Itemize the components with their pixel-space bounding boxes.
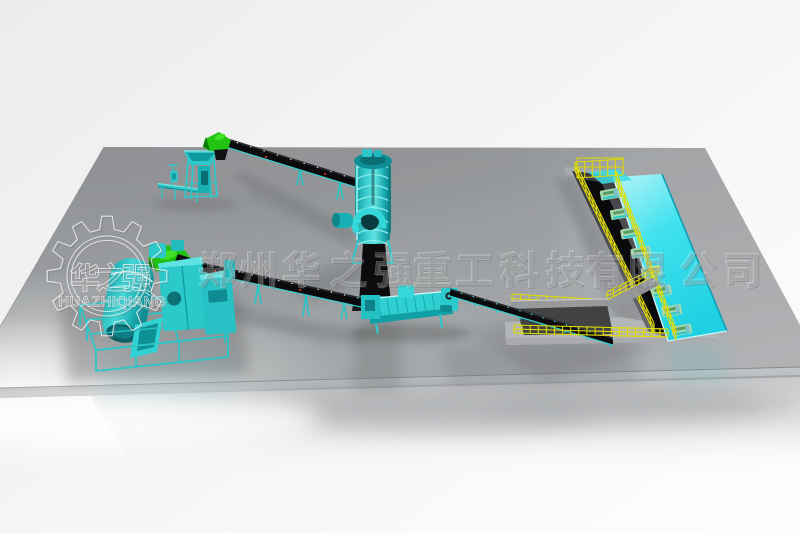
svg-text:HUAZHIQIANG: HUAZHIQIANG	[59, 295, 167, 311]
svg-text:HUAZHIQIANG: HUAZHIQIANG	[59, 295, 167, 311]
